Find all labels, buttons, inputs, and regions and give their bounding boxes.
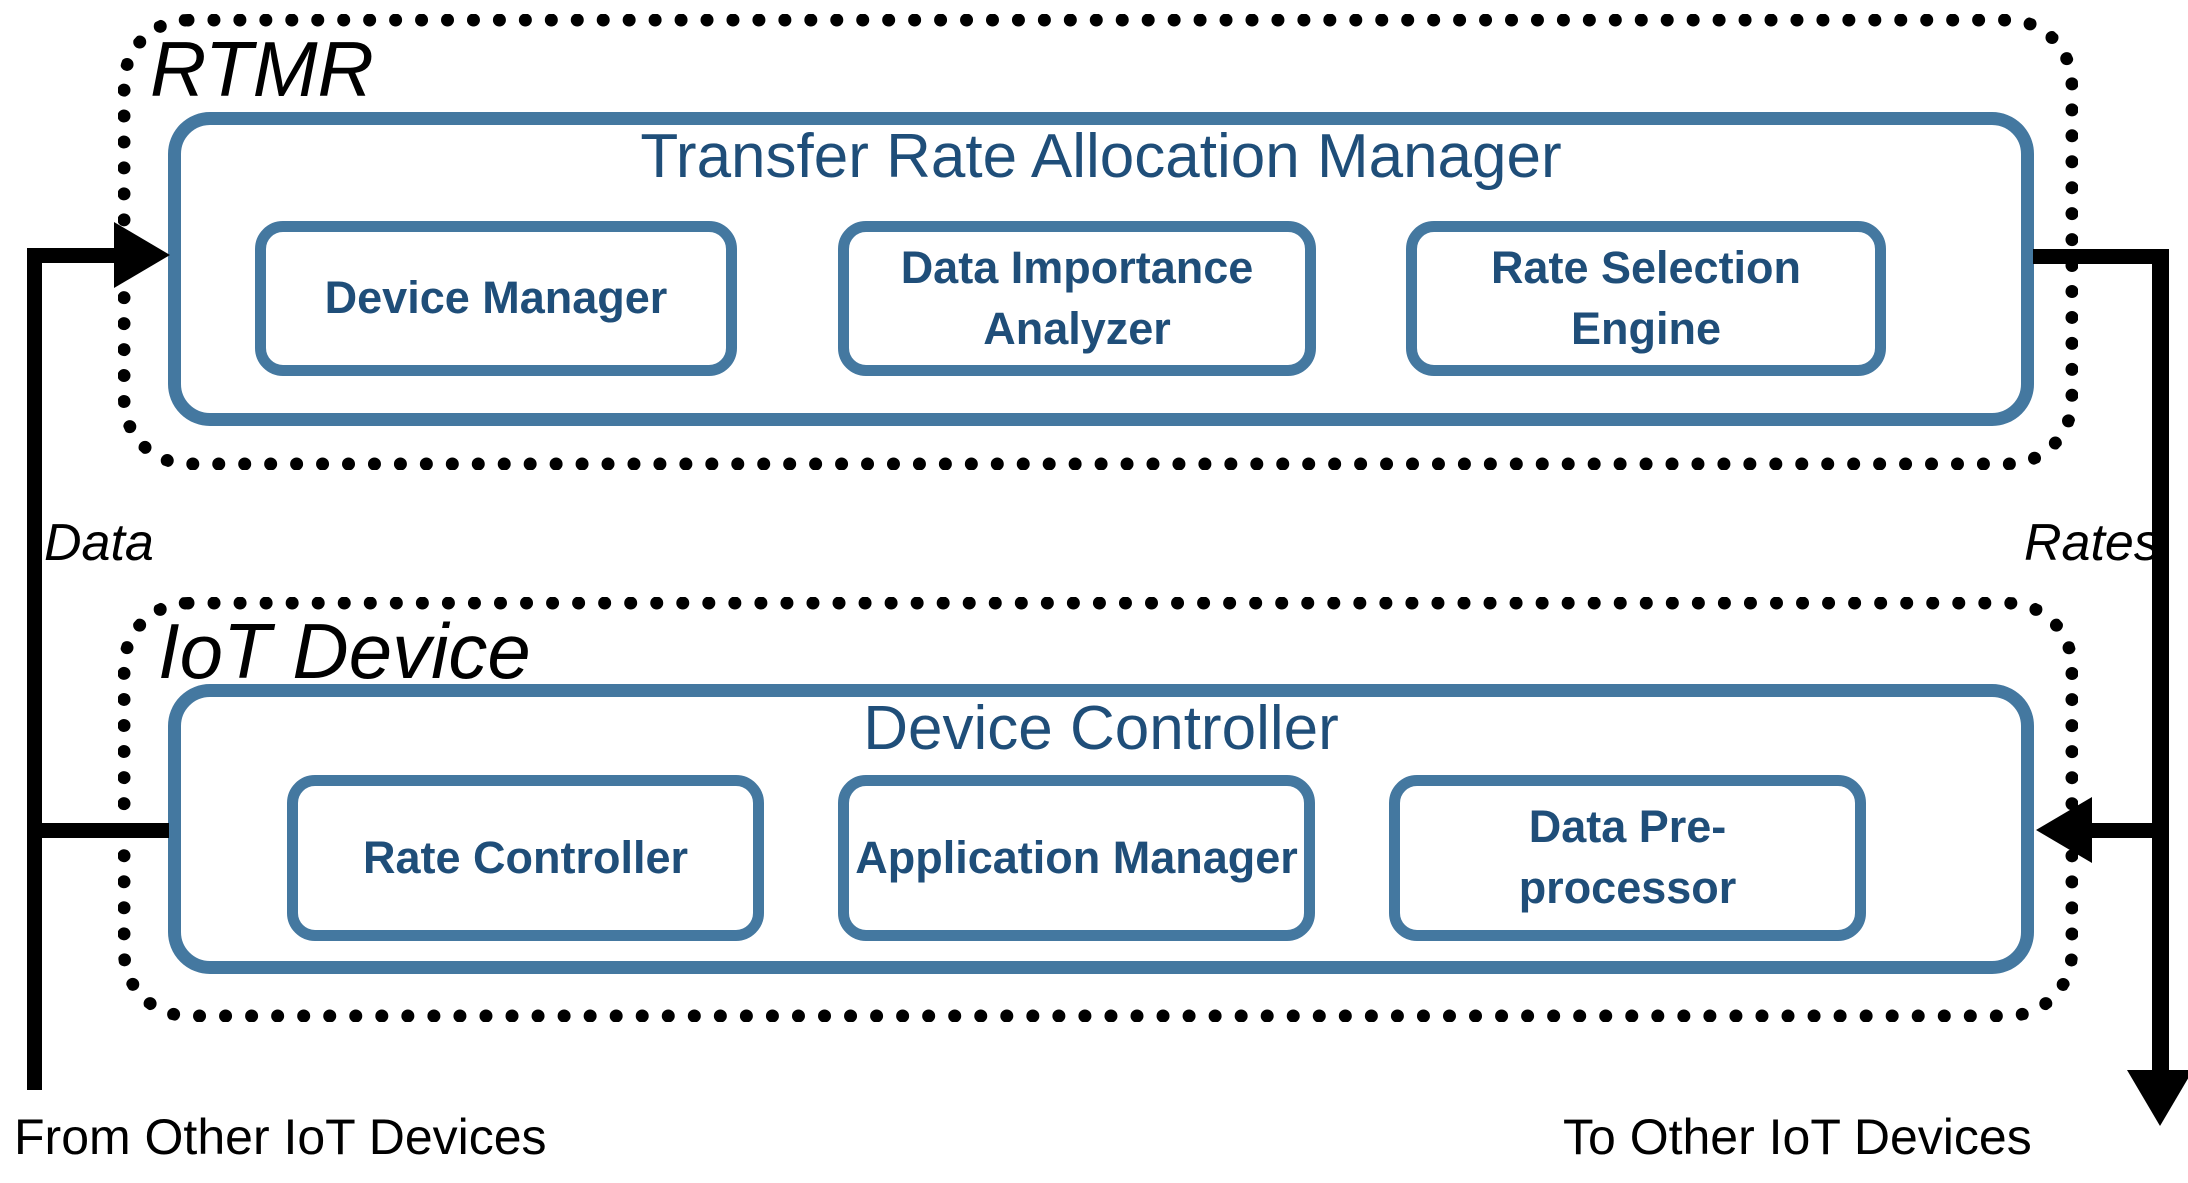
rates-flow-into-device-controller-line <box>2088 823 2154 838</box>
arrow-right-into-rtmr-icon <box>114 222 170 288</box>
device-controller-title: Device Controller <box>863 694 1339 763</box>
data-flow-into-rtmr-line <box>27 248 122 263</box>
from-other-iot-devices-label: From Other IoT Devices <box>14 1109 547 1165</box>
data-flow-vertical-line <box>27 248 42 1090</box>
module-application-manager-label: Application Manager <box>855 831 1298 883</box>
data-edge-label: Data <box>44 514 154 572</box>
module-device-manager-label: Device Manager <box>324 272 668 324</box>
rates-edge-label: Rates <box>2024 514 2160 572</box>
module-data-importance-analyzer-label: Data Importance Analyzer <box>900 241 1254 354</box>
transfer-rate-allocation-manager-title: Transfer Rate Allocation Manager <box>640 122 1562 191</box>
arrow-down-to-other-devices-icon <box>2127 1070 2188 1126</box>
module-rate-selection-engine-label: Rate Selection Engine <box>1490 241 1802 354</box>
arrow-left-into-device-controller-icon <box>2036 797 2092 863</box>
module-application-manager: Application Manager <box>838 775 1315 941</box>
module-data-pre-processor: Data Pre-processor <box>1389 775 1866 941</box>
to-other-iot-devices-label: To Other IoT Devices <box>1563 1109 2032 1165</box>
module-data-pre-processor-label: Data Pre-processor <box>1518 801 1737 913</box>
data-flow-from-device-controller-line <box>27 823 169 838</box>
iot-device-group-label: IoT Device <box>158 607 531 695</box>
module-rate-selection-engine: Rate Selection Engine <box>1406 221 1886 376</box>
rates-flow-vertical-line <box>2152 249 2169 1079</box>
rtmr-group-label: RTMR <box>150 25 374 113</box>
module-rate-controller-label: Rate Controller <box>362 831 689 883</box>
module-device-manager: Device Manager <box>255 221 737 376</box>
module-data-importance-analyzer: Data Importance Analyzer <box>838 221 1316 376</box>
rates-flow-from-rtmr-line <box>2033 249 2154 264</box>
module-rate-controller: Rate Controller <box>287 775 764 941</box>
